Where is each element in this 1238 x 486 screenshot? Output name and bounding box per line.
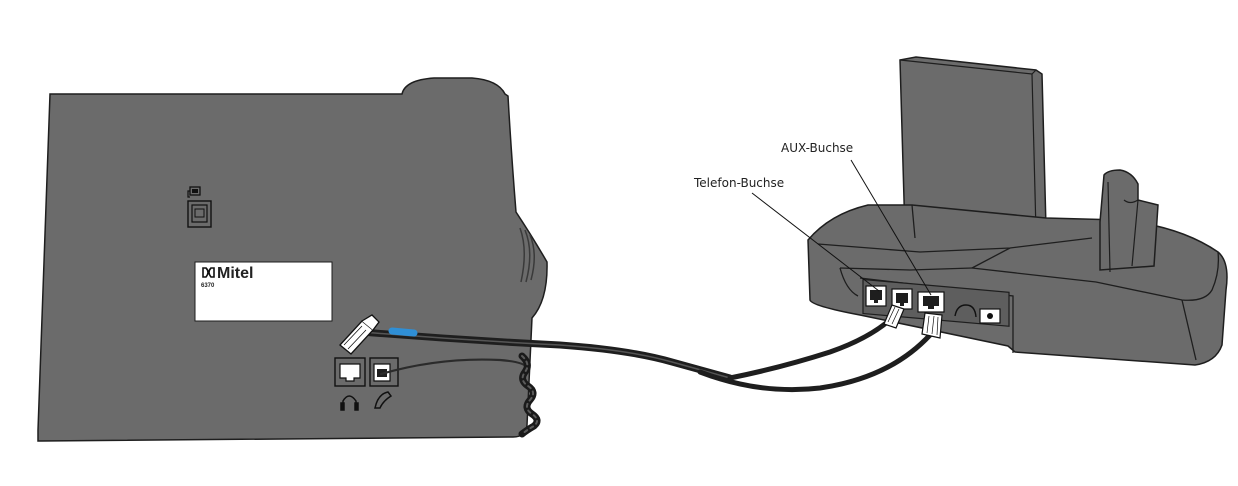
headset-base-station bbox=[807, 56, 1228, 366]
callout-line-telefon bbox=[751, 192, 880, 292]
rj-plug-phone bbox=[339, 314, 380, 355]
callout-label-telefon-buchse: Telefon-Buchse bbox=[693, 176, 784, 190]
cable-branch-aux bbox=[697, 332, 933, 393]
base-power-port bbox=[954, 304, 1001, 324]
desk-phone: Mitel 6370 bbox=[37, 77, 548, 442]
callout-line-aux bbox=[850, 159, 932, 296]
handset-port bbox=[369, 357, 399, 387]
rj-plug-telefon bbox=[883, 304, 905, 329]
cable-branch-telefon bbox=[727, 315, 895, 381]
rj-plug-aux bbox=[921, 312, 943, 339]
desk-phone-body bbox=[37, 77, 548, 442]
headset-icon bbox=[340, 395, 359, 411]
mitel-logo-icon bbox=[202, 267, 215, 278]
headset-cable-main-highlight bbox=[361, 331, 731, 379]
handset-lock-icon bbox=[187, 186, 212, 228]
headset-port bbox=[334, 357, 366, 387]
callout-label-aux-buchse: AUX-Buchse bbox=[781, 141, 853, 155]
callouts: Telefon-Buchse AUX-Buchse bbox=[693, 141, 932, 296]
handset-icon bbox=[374, 391, 393, 409]
handset-coiled-cable bbox=[379, 352, 541, 438]
phone-model-label: 6370 bbox=[201, 283, 215, 289]
base-headset-cradle bbox=[1099, 169, 1159, 271]
phone-brand-label: Mitel bbox=[217, 265, 253, 282]
phone-product-label: Mitel 6370 bbox=[194, 261, 333, 322]
desk-phone-side-ribs bbox=[519, 227, 535, 283]
cable-blue-marker bbox=[388, 327, 418, 337]
cables bbox=[358, 315, 933, 438]
